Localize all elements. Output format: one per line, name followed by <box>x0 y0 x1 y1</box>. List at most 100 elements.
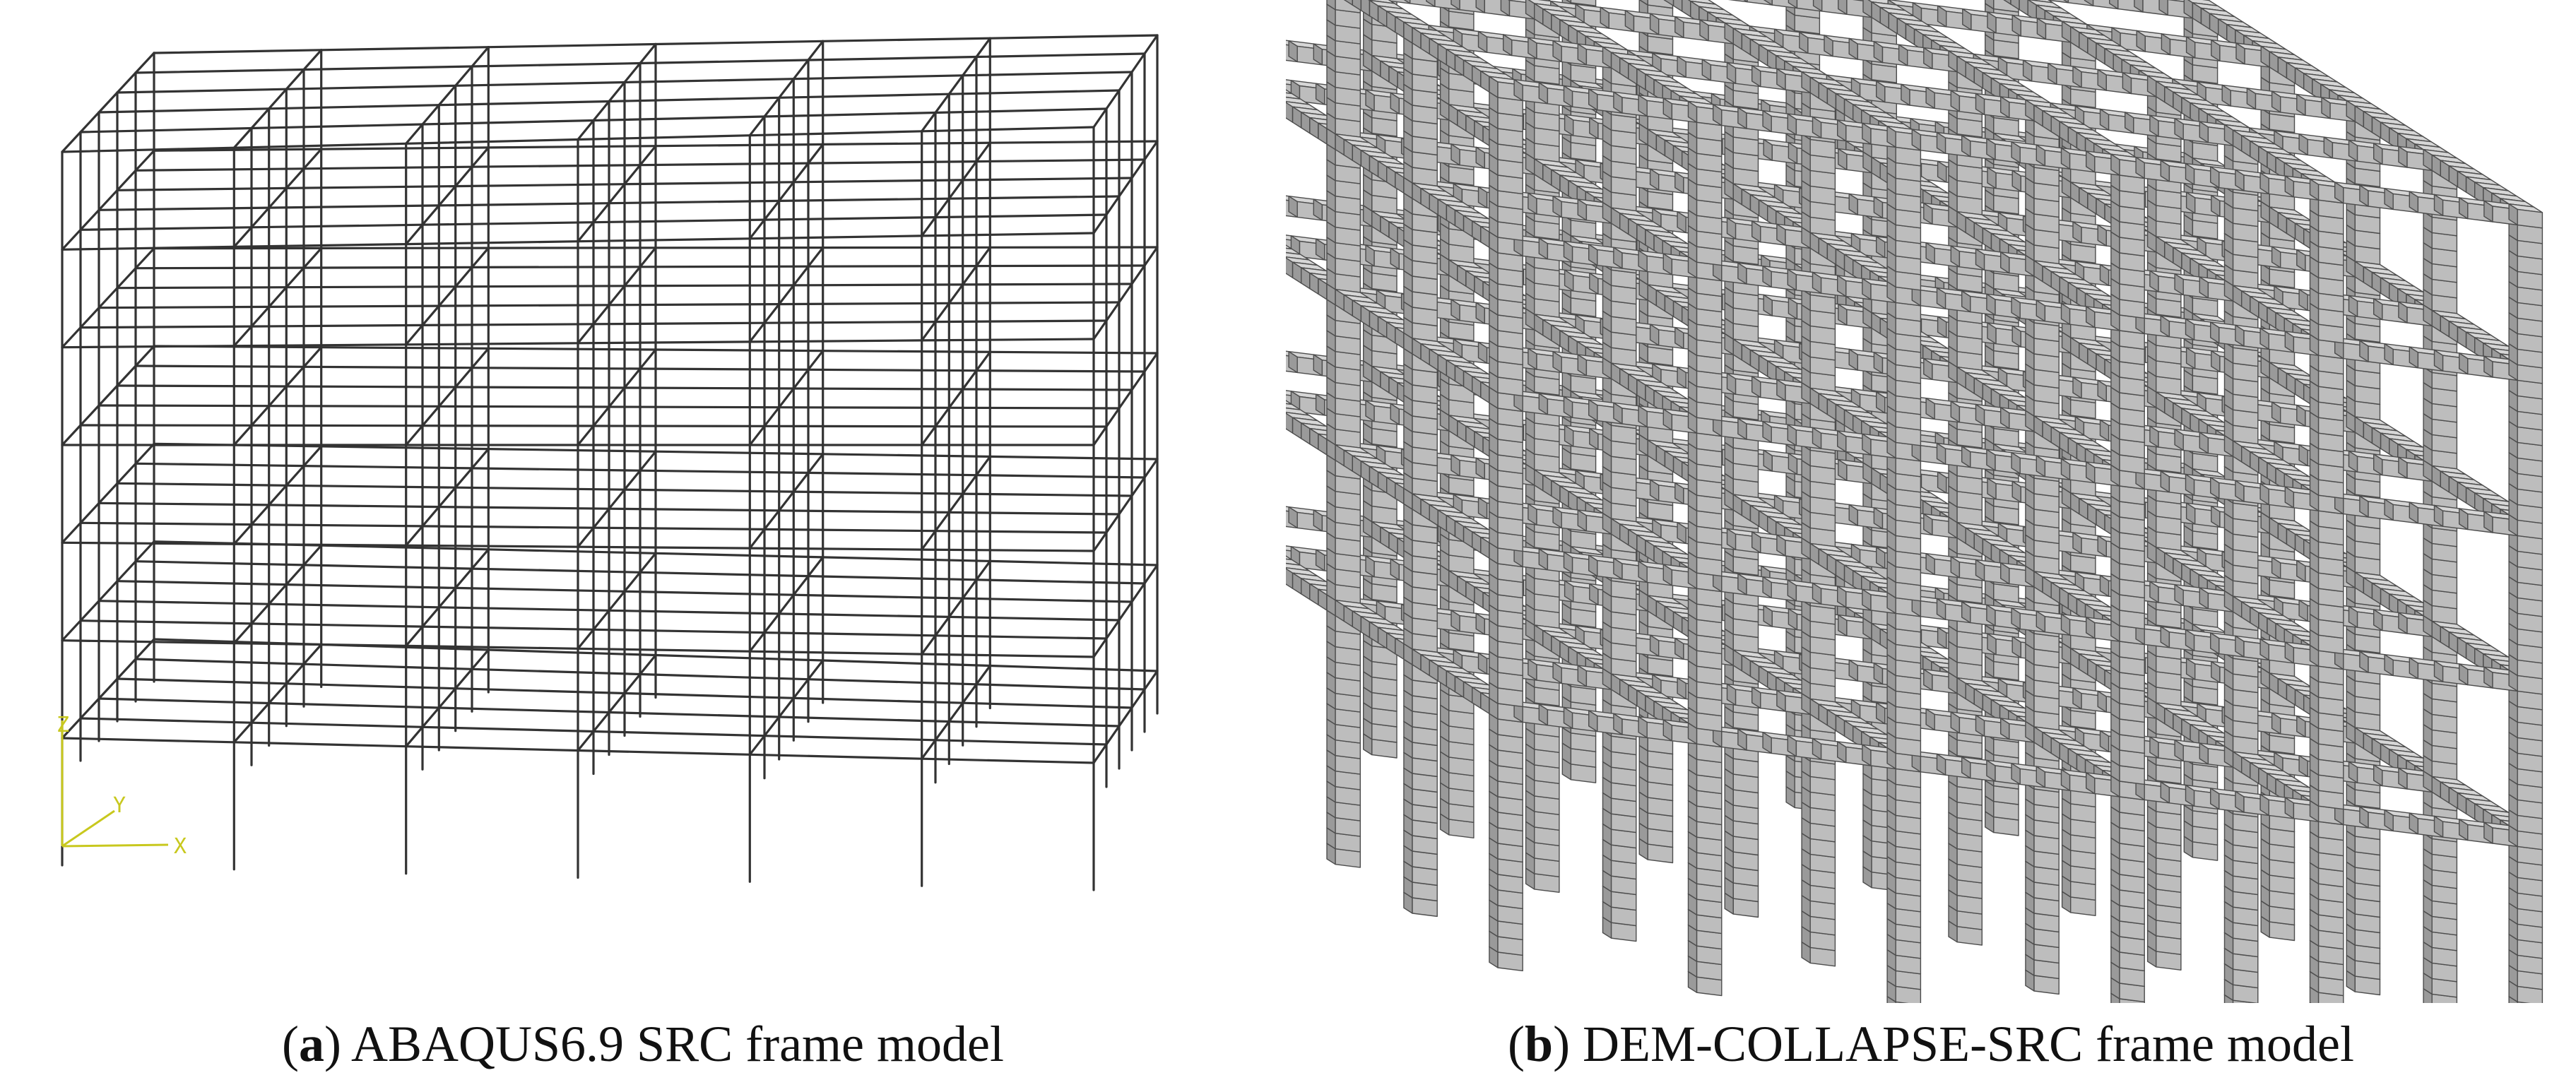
beam-y <box>134 52 155 74</box>
beam-y <box>639 42 657 65</box>
beam-x <box>639 265 810 268</box>
beam-y <box>778 387 795 409</box>
beam-y <box>921 425 937 446</box>
beam-y <box>962 265 978 286</box>
beam-y <box>1118 177 1133 198</box>
beam-x <box>320 445 490 451</box>
beam-x <box>639 571 810 578</box>
beam-x <box>654 143 825 148</box>
beam-x <box>320 146 490 150</box>
beam-y <box>421 204 440 226</box>
beam-y <box>116 71 137 94</box>
beam-x <box>116 482 288 487</box>
beam-y <box>268 484 288 506</box>
beam-y <box>421 706 440 728</box>
beam-y <box>592 304 610 326</box>
beam-x <box>134 68 305 74</box>
beam-x <box>285 583 457 590</box>
beam-x <box>437 405 610 408</box>
beam-x <box>405 240 579 246</box>
beam-y <box>1105 619 1121 640</box>
beam-y <box>748 735 766 756</box>
beam-y <box>639 145 657 167</box>
beam-y <box>763 716 781 737</box>
beam-y <box>421 405 440 427</box>
beam-x <box>320 346 490 350</box>
beam-x <box>577 749 751 756</box>
beam-x <box>471 266 642 268</box>
beam-y <box>232 523 253 545</box>
beam-y <box>302 148 323 170</box>
beam-x <box>454 81 626 87</box>
beam-y <box>421 505 440 528</box>
beam-y <box>268 583 288 605</box>
beam-y <box>454 266 473 288</box>
beam-x <box>405 544 579 548</box>
beam-y <box>1143 34 1159 55</box>
beam-y <box>405 324 424 346</box>
block-side-face <box>1682 0 1691 18</box>
beam-y <box>285 663 305 685</box>
beam-x <box>285 484 457 489</box>
beam-y <box>285 167 305 189</box>
beam-y <box>577 526 595 548</box>
beam-y <box>1143 352 1159 373</box>
beam-y <box>592 507 610 529</box>
beam-y <box>405 625 424 648</box>
beam-y <box>1143 670 1159 691</box>
beam-x <box>934 739 1108 746</box>
beam-y <box>1092 743 1108 764</box>
x-axis-line <box>61 843 169 848</box>
beam-x <box>975 369 1146 373</box>
beam-x <box>302 564 473 570</box>
beam-y <box>592 609 610 631</box>
beam-y <box>268 286 288 308</box>
beam-y <box>921 321 937 342</box>
beam-y <box>807 556 825 578</box>
beam-y <box>792 574 810 596</box>
beam-y <box>623 266 642 287</box>
beam-y <box>250 405 271 427</box>
beam-y <box>623 367 642 389</box>
beam-y <box>1105 725 1121 746</box>
beam-y <box>934 720 950 742</box>
beam-y <box>79 697 100 720</box>
beam-x <box>302 65 473 71</box>
beam-y <box>285 266 305 289</box>
beam-x <box>79 521 253 526</box>
beam-x <box>285 84 457 90</box>
beam-y <box>285 365 305 388</box>
beam-x <box>302 266 473 269</box>
beam-x <box>577 340 751 345</box>
wireframe-frame-model <box>61 34 1159 891</box>
beam-x <box>232 741 408 748</box>
beam-y <box>748 528 766 550</box>
beam-x <box>61 245 235 251</box>
beam-y <box>98 189 119 211</box>
beam-y <box>134 247 155 270</box>
beam-x <box>592 628 766 634</box>
beam-y <box>975 559 991 581</box>
beam-y <box>1118 71 1133 92</box>
beam-y <box>623 61 642 84</box>
beam-x <box>61 345 235 349</box>
beam-x <box>232 343 408 348</box>
beam-y <box>250 206 271 229</box>
beam-y <box>608 285 626 307</box>
y-axis-label: Y <box>113 793 126 818</box>
beam-x <box>988 455 1159 461</box>
beam-x <box>988 34 1159 40</box>
beam-y <box>471 347 490 369</box>
beam-y <box>608 488 626 510</box>
beam-x <box>921 126 1095 133</box>
beam-x <box>454 586 626 593</box>
beam-x <box>807 55 978 61</box>
beam-y <box>134 149 155 172</box>
beam-x <box>592 730 766 737</box>
beam-y <box>285 68 305 90</box>
beam-x <box>250 223 424 229</box>
beam-x <box>471 567 642 574</box>
beam-x <box>921 338 1095 342</box>
beam-x <box>268 504 440 509</box>
beam-y <box>934 197 950 219</box>
